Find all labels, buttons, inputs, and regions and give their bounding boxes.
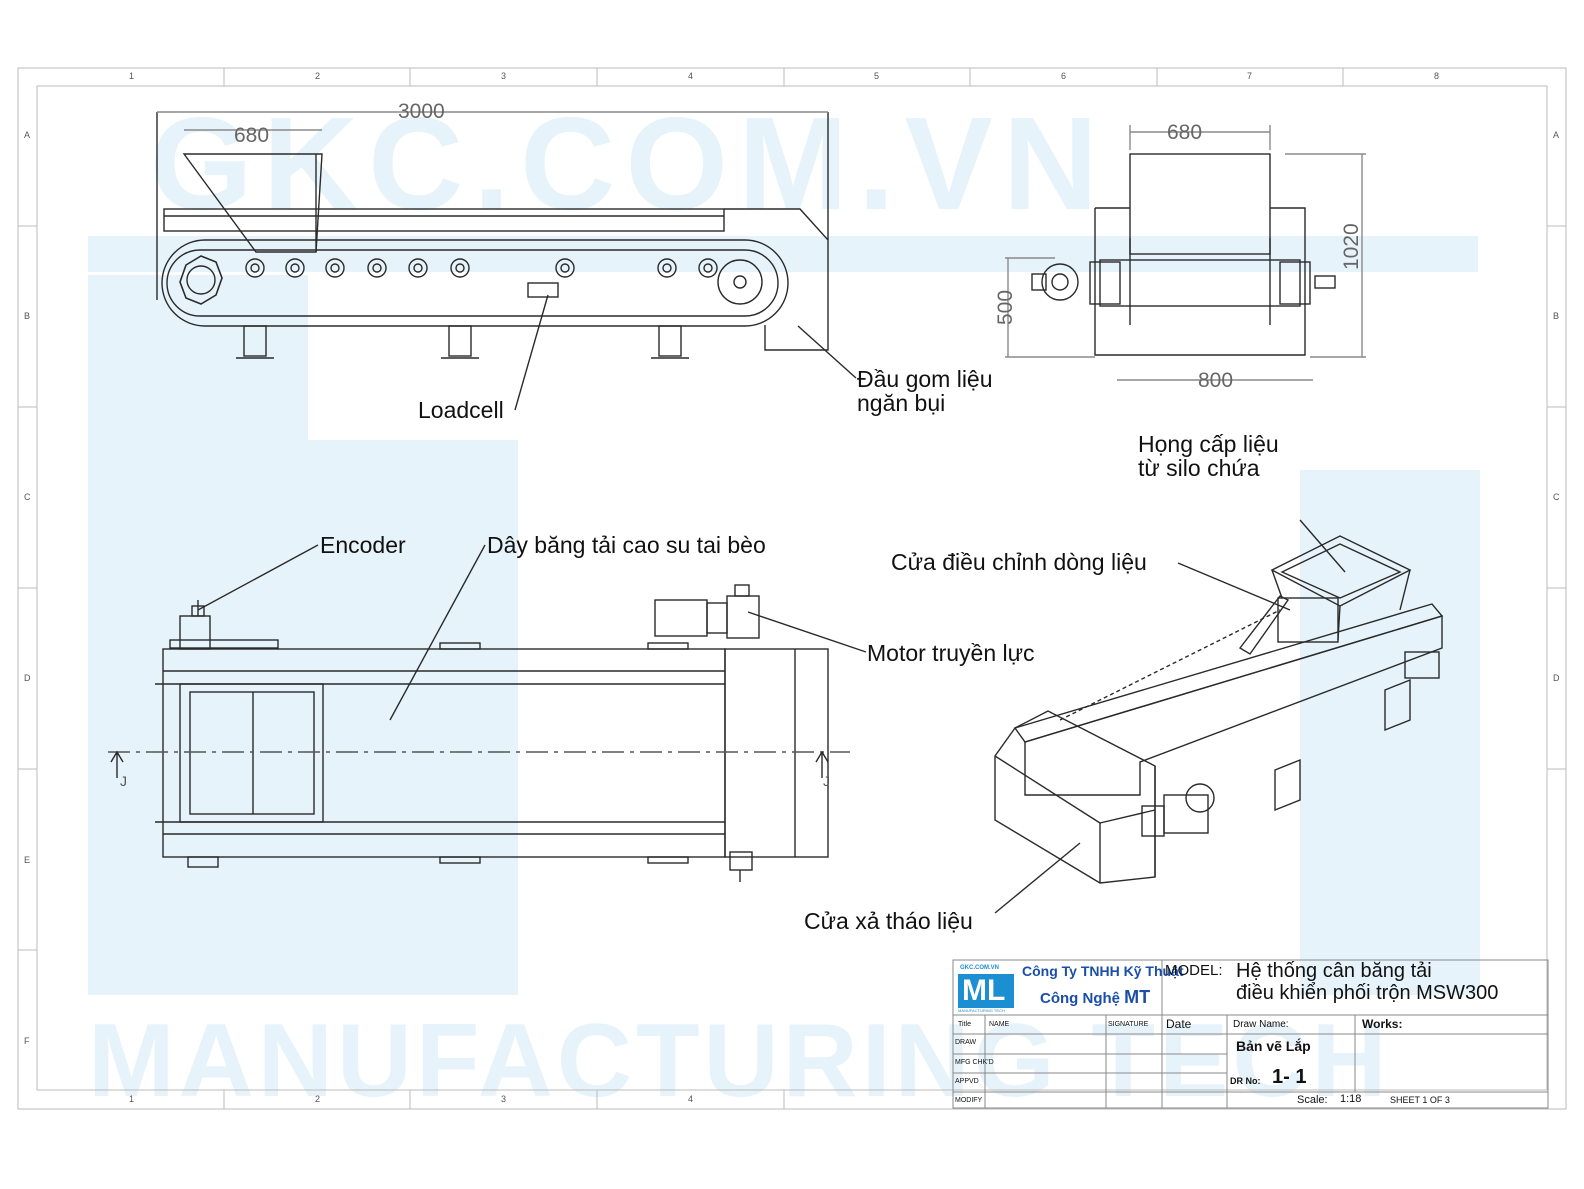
sheet-number: SHEET 1 OF 3 [1390, 1095, 1450, 1105]
label-feed-1: Họng cấp liệu [1138, 431, 1279, 457]
label-dust-head-2: ngăn bụi [857, 390, 946, 416]
logo-sub: MANUFACTURING TECH [958, 1008, 1005, 1013]
grid-row-a: A [24, 130, 31, 140]
grid-col-2: 2 [315, 71, 321, 81]
label-belt: Dây băng tải cao su tai bèo [487, 532, 766, 558]
grid-col-8: 8 [1434, 71, 1440, 81]
grid-row-b-right: B [1553, 311, 1560, 321]
company-line-2: Công Nghệ MT [1040, 987, 1150, 1008]
dim-side-hopper: 680 [234, 124, 270, 147]
grid-row-c-right: C [1553, 492, 1560, 502]
scale-value: 1:18 [1340, 1093, 1362, 1105]
logo-text: GKC.COM.VN [960, 965, 999, 971]
label-motor: Motor truyền lực [867, 640, 1035, 666]
grid-row-f: F [24, 1036, 30, 1046]
grid-row-d: D [24, 673, 31, 683]
label-feed-2: từ silo chứa [1138, 455, 1260, 481]
grid-col-3: 3 [501, 71, 507, 81]
dim-side-length: 3000 [398, 100, 445, 123]
dim-end-hopper: 680 [1167, 121, 1203, 144]
dr-no-label: DR No: [1230, 1076, 1261, 1086]
grid-col-3-bottom: 3 [501, 1094, 507, 1104]
grid-col-5: 5 [874, 71, 880, 81]
col-title: Title [958, 1021, 971, 1028]
grid-row-d-right: D [1553, 673, 1560, 683]
grid-row-c: C [24, 492, 31, 502]
row-draw: DRAW [955, 1039, 977, 1046]
draw-name-value: Bản vẽ Lắp [1236, 1038, 1311, 1054]
grid-col-4-bottom: 4 [688, 1094, 694, 1104]
label-encoder: Encoder [320, 532, 406, 558]
model-line-2: điều khiển phối trộn MSW300 [1236, 982, 1499, 1004]
grid-col-4: 4 [688, 71, 694, 81]
grid-col-1: 1 [129, 71, 135, 81]
draw-name-label: Draw Name: [1233, 1019, 1289, 1030]
grid-col-7: 7 [1247, 71, 1253, 81]
col-signature: SIGNATURE [1108, 1021, 1149, 1028]
row-modify: MODIFY [955, 1097, 983, 1104]
section-marker-right: J [823, 773, 830, 789]
works-label: Works: [1362, 1017, 1403, 1031]
company-line-2-prefix: Công Nghệ [1040, 990, 1120, 1007]
label-loadcell: Loadcell [418, 397, 504, 423]
company-line-2-mark: MT [1124, 987, 1151, 1007]
model-label: MODEL: [1165, 962, 1223, 979]
grid-col-2-bottom: 2 [315, 1094, 321, 1104]
grid-col-6: 6 [1061, 71, 1067, 81]
dim-end-height: 1020 [1340, 223, 1363, 270]
grid-row-a-right: A [1553, 130, 1560, 140]
section-marker-left: J [120, 773, 127, 789]
grid-row-e: E [24, 855, 31, 865]
col-name: NAME [989, 1021, 1010, 1028]
dim-end-width: 800 [1198, 369, 1234, 392]
dr-no-value: 1- 1 [1272, 1066, 1307, 1088]
grid-col-1-bottom: 1 [129, 1094, 135, 1104]
col-date: Date [1166, 1017, 1192, 1031]
row-mfg: MFG CHK'D [955, 1059, 994, 1066]
dim-end-sub-height: 500 [994, 289, 1017, 325]
label-discharge: Cửa xả tháo liệu [804, 908, 973, 934]
label-dust-head-1: Đầu gom liệu [857, 366, 993, 392]
model-line-1: Hệ thống cân băng tải [1236, 960, 1432, 982]
grid-row-b: B [24, 311, 31, 321]
label-flow-gate: Cửa điều chỉnh dòng liệu [891, 549, 1147, 575]
scale-label: Scale: [1297, 1094, 1328, 1106]
row-appvd: APPVD [955, 1078, 979, 1085]
company-line-1: Công Ty TNHH Kỹ Thuật [1022, 963, 1184, 979]
logo-mark: ML [962, 974, 1006, 1007]
